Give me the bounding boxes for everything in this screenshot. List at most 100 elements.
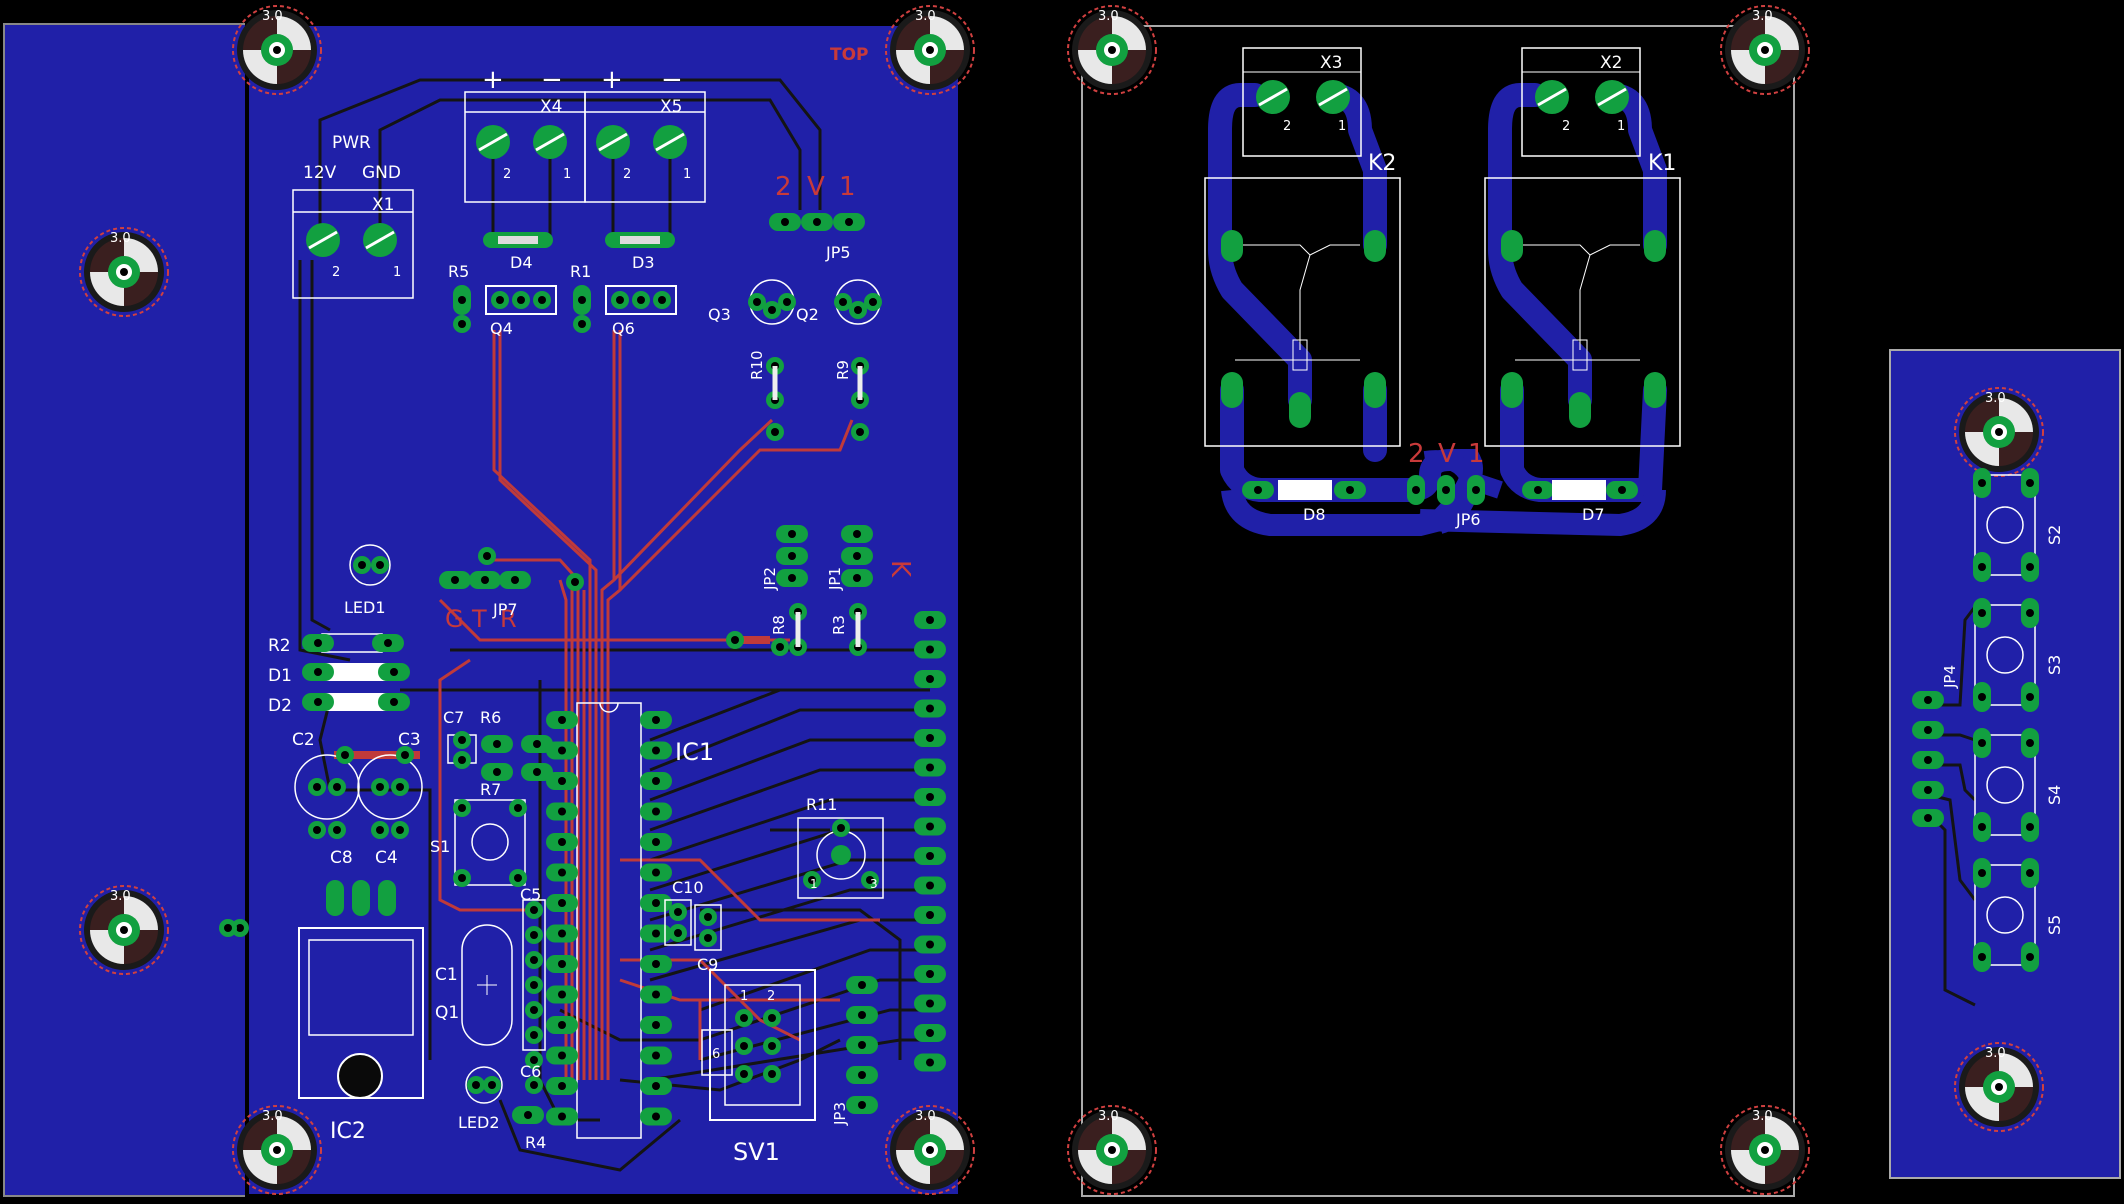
switch-pin [1973,468,1991,498]
top-layer-label: TOP [830,45,869,65]
header-pin [914,1053,946,1072]
header-pin [914,847,946,865]
switch-pin [1973,942,1991,972]
connector-x4-x5 [464,91,706,203]
ic1-pin [546,802,578,821]
switch-pin [2021,552,2039,582]
q2-label: Q2 [796,305,819,324]
c2-label: C2 [292,730,315,750]
polarity-sign: − [661,65,683,95]
hole-size-label: 3.0 [915,9,936,24]
ic1-pin [546,985,578,1004]
hole-size-label: 3.0 [110,231,131,246]
pwr-title: PWR [332,133,371,153]
led1-label: LED1 [344,598,386,617]
ic1-pin [546,863,578,882]
q6-label: Q6 [612,319,635,338]
hole-size-label: 3.0 [1098,9,1119,24]
ic1-pin [546,711,578,729]
d1-label: D1 [268,666,292,686]
pin-number: 3 [870,877,878,891]
header-pin [914,611,946,629]
led1 [349,544,391,586]
transistor-q4-q6 [453,285,677,333]
pin-number: 2 [1283,119,1291,134]
ic1-pin [546,1046,578,1065]
jp6-pin-label: V [1438,439,1456,469]
diode-d4-d3 [483,232,675,248]
x5-label: X5 [660,97,682,117]
jp6-pin-label: 1 [1468,439,1485,469]
jumper-jp5 [769,213,865,231]
c7-label: C7 [443,708,464,727]
ic1-pin [640,1107,672,1126]
ic1-pin [640,1046,672,1065]
header-pin [914,994,946,1013]
x2-label: X2 [1600,53,1622,73]
diode-d8 [1242,480,1366,500]
capacitors-c2-c3-c4-c8 [294,746,423,839]
hole-size-label: 3.0 [1752,1109,1773,1124]
pin-number: 1 [1338,119,1346,134]
s4-label: S4 [2045,785,2064,805]
tactile-switch [1974,734,2036,836]
header-pin [914,876,946,895]
sv1-label: SV1 [733,1138,780,1166]
tactile-switch [1974,604,2036,706]
polarity-sign: + [601,65,623,95]
resistor-r10-r9 [766,357,869,441]
ic2-label: IC2 [330,1119,366,1144]
pin-number: 1 [740,989,748,1004]
ic1-pin [640,955,672,973]
jp7-pin-label: T [471,605,487,633]
hole-size-label: 3.0 [1985,1046,2006,1061]
switch-pin [2021,682,2039,712]
ic1-pin [640,741,672,760]
switch-pin [1973,858,1991,888]
capacitors-c10-c9 [664,899,722,951]
header-pin [914,640,946,659]
pin-number: 1 [393,265,401,280]
r1-label: R1 [570,262,591,281]
header-pin [914,699,946,718]
pin-number: 2 [767,989,775,1004]
r10-label: R10 [748,350,766,380]
jp6-label: JP6 [1455,510,1481,529]
relay-board: 3.0 3.0 3.0 3.0 [1067,5,1810,1197]
tactile-switch [1974,864,2036,966]
connector-x2 [1521,47,1641,157]
r8-label: R8 [770,615,788,635]
ic1-pin [640,1016,672,1034]
ic1-pin [640,833,672,851]
r4-label: R4 [525,1133,546,1152]
jp1-label: JP1 [826,567,844,591]
ic1-pin [546,955,578,973]
s1-label: S1 [430,837,450,856]
s5-label: S5 [2045,915,2064,935]
hole-size-label: 3.0 [1752,9,1773,24]
ic1-pin [546,1077,578,1095]
c6-label: C6 [520,1062,541,1081]
switch-pin [2021,728,2039,758]
microcontroller-ic1 [546,702,672,1139]
switch-pin [2021,468,2039,498]
r6-label: R6 [480,708,501,727]
c3-label: C3 [398,730,421,750]
jumper-jp6 [1407,475,1485,505]
ic1-pin [640,772,672,790]
x1-label: X1 [372,195,394,215]
ic1-label: IC1 [675,738,714,766]
regulator-ic2 [219,880,424,1099]
polarity-sign: − [541,65,563,95]
switch-pin [2021,858,2039,888]
hole-size-label: 3.0 [110,889,131,904]
header-pin [914,729,946,747]
q1-label: Q1 [435,1003,459,1023]
jp4-label: JP4 [1941,665,1959,689]
ic1-pin [640,924,672,943]
switch-pin [1973,682,1991,712]
tactile-switch [1974,474,2036,576]
pwr-12v-label: 12V [303,163,337,183]
header-pin [914,906,946,924]
